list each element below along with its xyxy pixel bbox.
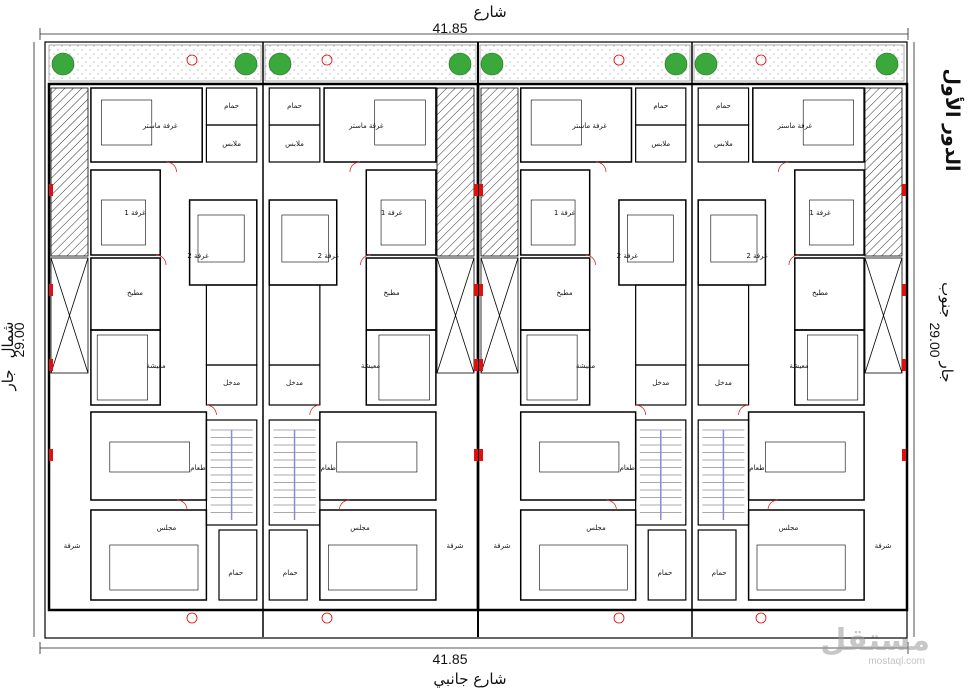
room-label-bathroom: حمام	[224, 102, 239, 110]
room-label-bathroom: حمام	[287, 102, 302, 110]
room-label-bedroom2: غرفة 2	[318, 252, 340, 260]
room-label-master_bedroom: غرفة ماستر	[777, 122, 813, 130]
tree-icon	[694, 52, 718, 76]
right-side-sub: جار	[938, 360, 956, 382]
apartment-unit: غرفة ماستر حمام ملابس غرفة 1 غرفة 2 مطبخ معيشة…	[479, 87, 687, 601]
room-label-bathroom: حمام	[712, 569, 727, 577]
tree-icon	[268, 52, 292, 76]
garden-strips	[48, 44, 905, 82]
tree-icon	[480, 52, 504, 76]
apartment-unit: غرفة ماستر حمام ملابس غرفة 1 غرفة 2 مطبخ معيشة…	[697, 87, 906, 601]
left-height-dimension: 29.00	[11, 322, 27, 357]
room-label-bedroom2: غرفة 2	[617, 252, 639, 260]
watermark-sub: mostaql.com	[868, 656, 925, 667]
room-label-living: معيشة	[146, 362, 165, 370]
tree-icon	[875, 52, 899, 76]
bottom-street-label: شارع جانبي	[433, 670, 506, 689]
left-side-label: شمال	[0, 322, 17, 359]
room-label-bedroom2: غرفة 2	[187, 252, 209, 260]
room-label-living: معيشة	[361, 362, 380, 370]
room-label-balcony: شرفة	[875, 542, 892, 550]
tree-icon	[234, 52, 258, 76]
room-label-dressing: ملابس	[714, 140, 733, 148]
room-label-bathroom: حمام	[716, 102, 731, 110]
room-label-bedroom1: غرفة 1	[124, 209, 146, 217]
building-outline	[44, 41, 909, 639]
room-label-kitchen: مطبخ	[812, 289, 828, 297]
apartment-unit: غرفة ماستر حمام ملابس غرفة 1 غرفة 2 مطبخ معيشة…	[268, 87, 478, 601]
room-label-dressing: ملابس	[222, 140, 241, 148]
room-label-dining: طعام	[190, 464, 206, 472]
room-label-master_bedroom: غرفة ماستر	[142, 122, 178, 130]
bottom-width-dimension: 41.85	[432, 651, 467, 667]
tree-icon	[51, 52, 75, 76]
room-label-kitchen: مطبخ	[127, 289, 143, 297]
room-label-living: معيشة	[576, 362, 595, 370]
dimension-lines	[33, 28, 915, 654]
room-label-bathroom: حمام	[653, 102, 668, 110]
apartment-unit: غرفة ماستر حمام ملابس غرفة 1 غرفة 2 مطبخ معيشة…	[49, 87, 258, 601]
room-label-balcony: شرفة	[64, 542, 81, 550]
room-label-majlis: مجلس	[157, 524, 177, 532]
room-label-kitchen: مطبخ	[557, 289, 573, 297]
window-tags	[186, 54, 767, 624]
room-label-bathroom: حمام	[657, 569, 672, 577]
room-label-balcony: شرفة	[446, 542, 463, 550]
room-label-majlis: مجلس	[350, 524, 370, 532]
room-label-bedroom2: غرفة 2	[746, 252, 768, 260]
room-label-kitchen: مطبخ	[384, 289, 400, 297]
right-side-label: جنوب	[938, 282, 956, 318]
room-label-bedroom1: غرفة 1	[809, 209, 831, 217]
top-street-label: شارع	[473, 3, 506, 21]
room-label-living: معيشة	[789, 362, 808, 370]
hatched-areas	[50, 87, 903, 257]
left-side-sub: جار	[0, 369, 17, 391]
room-label-dining: طعام	[321, 464, 337, 472]
tree-icon	[448, 52, 472, 76]
right-height-dimension: 29.00	[927, 322, 943, 357]
room-label-bathroom: حمام	[228, 569, 243, 577]
room-label-dining: طعام	[749, 464, 765, 472]
room-label-master_bedroom: غرفة ماستر	[571, 122, 607, 130]
room-label-entrance: مدخل	[652, 379, 669, 387]
room-label-majlis: مجلس	[586, 524, 606, 532]
apartment-units: غرفة ماستر حمام ملابس غرفة 1 غرفة 2 مطبخ معيشة…	[49, 87, 906, 601]
watermark: مستقل	[820, 623, 930, 658]
room-label-bedroom1: غرفة 1	[554, 209, 576, 217]
room-label-balcony: شرفة	[493, 542, 510, 550]
room-label-bedroom1: غرفة 1	[381, 209, 403, 217]
tree-icon	[664, 52, 688, 76]
room-label-master_bedroom: غرفة ماستر	[348, 122, 384, 130]
tree-icons	[51, 52, 899, 76]
room-label-bathroom: حمام	[283, 569, 298, 577]
room-label-dressing: ملابس	[651, 140, 670, 148]
room-label-entrance: مدخل	[223, 379, 240, 387]
room-label-dining: طعام	[620, 464, 636, 472]
light-wells	[50, 257, 903, 374]
room-label-entrance: مدخل	[286, 379, 303, 387]
top-width-dimension: 41.85	[432, 20, 467, 36]
room-label-majlis: مجلس	[779, 524, 799, 532]
room-label-entrance: مدخل	[715, 379, 732, 387]
room-label-dressing: ملابس	[285, 140, 304, 148]
floor-title: الدور الأول	[941, 69, 964, 172]
